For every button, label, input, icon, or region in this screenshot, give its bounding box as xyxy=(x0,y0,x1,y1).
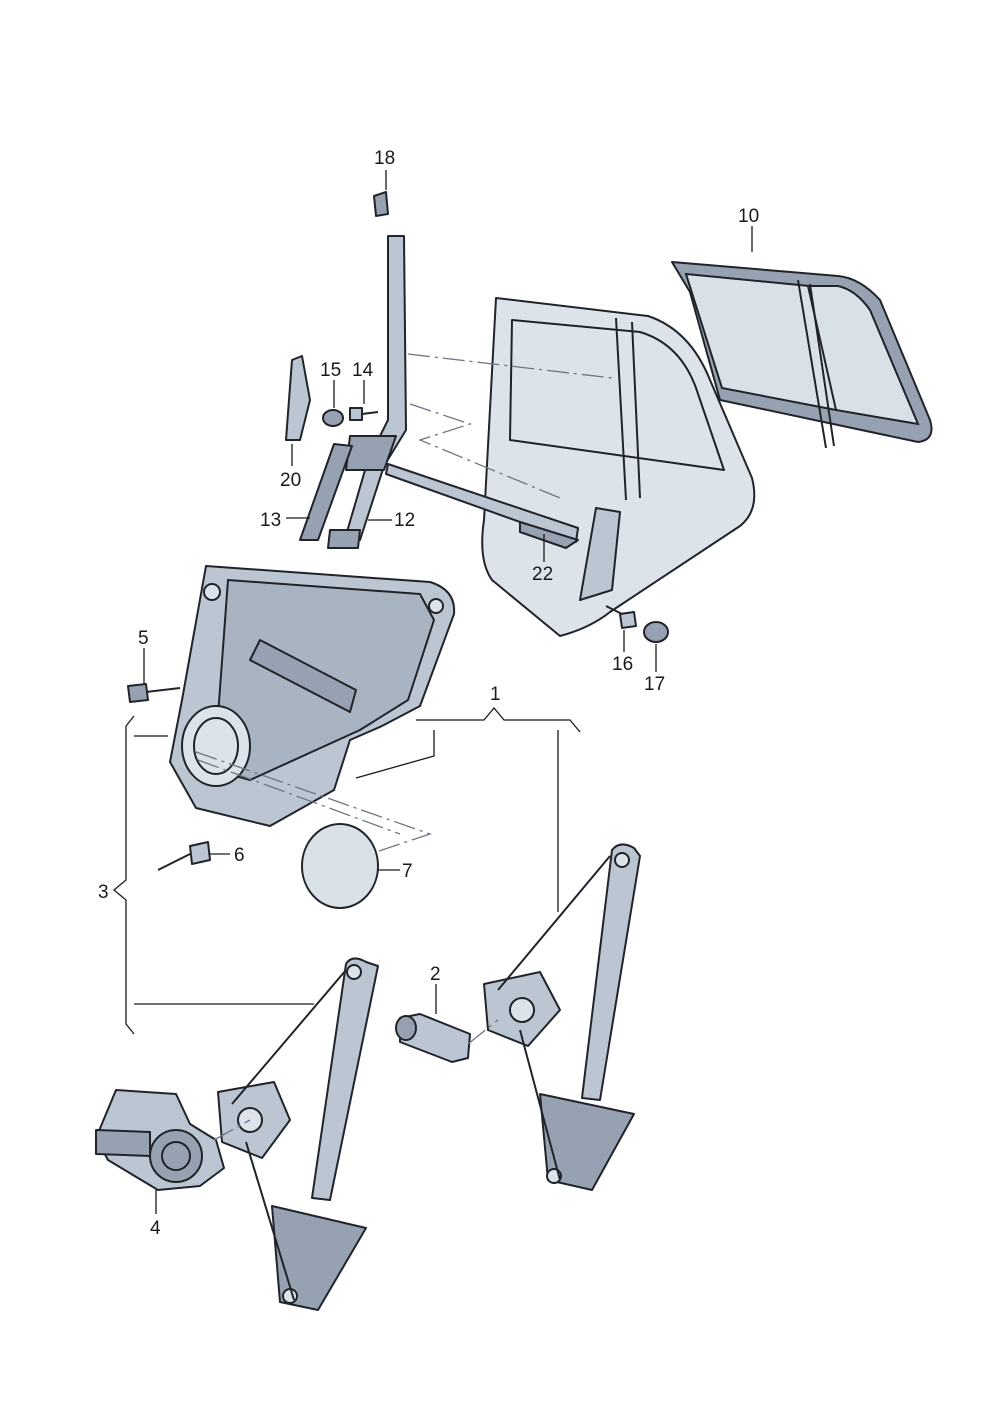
part-20-trim-piece xyxy=(285,355,311,441)
part-18-clip xyxy=(373,191,389,217)
callout-1: 1 xyxy=(490,684,501,705)
callout-18: 18 xyxy=(374,148,395,169)
callout-13: 13 xyxy=(260,510,281,531)
callout-14: 14 xyxy=(352,360,374,381)
part-2-window-crank xyxy=(395,1013,471,1063)
callout-12: 12 xyxy=(394,510,415,531)
part-1-manual-window-regulator xyxy=(483,843,641,1191)
group-brackets xyxy=(112,706,581,1035)
callout-3: 3 xyxy=(98,882,109,903)
callout-17: 17 xyxy=(644,674,665,695)
part-10-window-glass xyxy=(671,261,933,449)
part-15-cap xyxy=(322,409,344,427)
callout-20: 20 xyxy=(280,470,301,491)
part-22-window-sill-strip xyxy=(385,463,579,549)
part-16-screw xyxy=(605,605,637,629)
part-12-window-channel xyxy=(327,235,407,549)
door-shell xyxy=(481,297,756,637)
callout-4: 4 xyxy=(150,1218,161,1239)
callout-15: 15 xyxy=(320,360,341,381)
part-3-electric-window-regulator xyxy=(217,957,379,1311)
part-7-cover-disc xyxy=(301,823,379,909)
callout-6: 6 xyxy=(234,845,245,866)
part-6-rivet xyxy=(157,841,211,871)
callout-7: 7 xyxy=(402,861,413,882)
leader-lines xyxy=(143,170,753,1214)
callout-labels: 18 10 15 14 20 13 12 22 5 16 17 1 6 7 3 … xyxy=(98,148,759,1239)
callout-22: 22 xyxy=(532,564,553,585)
part-14-screw xyxy=(349,407,379,421)
callout-10: 10 xyxy=(738,206,759,227)
part-17-cap xyxy=(643,621,669,643)
part-5-bolt xyxy=(127,683,181,703)
callout-16: 16 xyxy=(612,654,633,675)
callout-5: 5 xyxy=(138,628,149,649)
door-module-carrier-panel xyxy=(169,565,456,827)
assembly-lines xyxy=(195,353,613,1141)
callout-2: 2 xyxy=(430,964,441,985)
part-4-window-motor xyxy=(95,1089,225,1191)
part-13-seal-strip xyxy=(299,443,353,541)
